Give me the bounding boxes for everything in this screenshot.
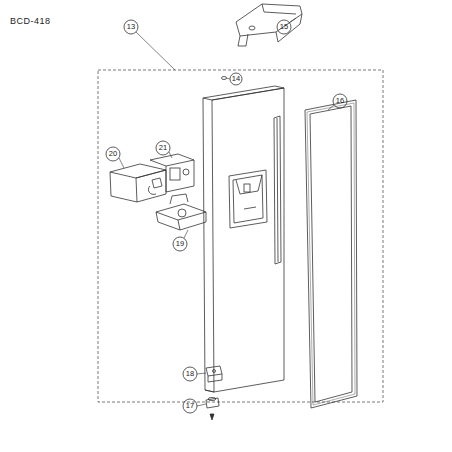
callout-number: 14: [232, 75, 240, 83]
callout-number: 21: [159, 144, 167, 152]
dispenser-base: [156, 194, 206, 230]
assembly-frame: [98, 70, 383, 402]
dispenser-cover: [110, 164, 166, 202]
screw: [222, 77, 227, 80]
callout-number: 20: [109, 150, 117, 158]
door-gasket: [305, 100, 357, 408]
top-hinge: [236, 4, 302, 46]
callout-number: 15: [280, 23, 288, 31]
door-panel: [203, 86, 284, 392]
callout-number: 19: [176, 240, 184, 248]
callout-number: 16: [336, 97, 344, 105]
callout-number: 13: [127, 23, 135, 31]
callout-number: 17: [186, 402, 194, 410]
callout-number: 18: [186, 370, 194, 378]
leader-lines: [119, 18, 334, 406]
lower-hinge: [206, 366, 222, 382]
model-number: BCD-418: [10, 17, 51, 26]
dispenser-mechanism: [148, 154, 194, 194]
callout-circles: [106, 20, 347, 413]
bushing: [206, 398, 219, 421]
